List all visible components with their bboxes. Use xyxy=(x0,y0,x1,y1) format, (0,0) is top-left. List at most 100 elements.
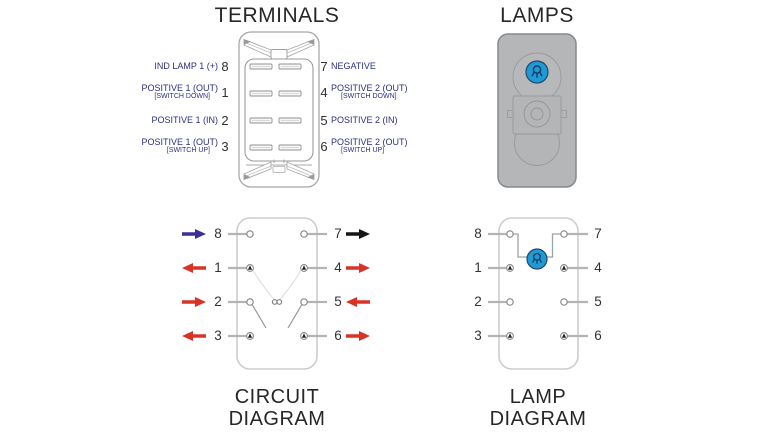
flow-arrow-8 xyxy=(182,229,206,239)
terminal-row-2: POSITIVE 1 (IN) 2 xyxy=(126,110,232,130)
flow-arrow-4 xyxy=(346,263,370,273)
side-tab-left xyxy=(507,110,514,118)
terminal-row-3: POSITIVE 1 (OUT)[SWITCH UP] 3 xyxy=(126,136,232,156)
terminal-leads xyxy=(488,232,588,338)
pin-2 xyxy=(246,298,254,306)
lamp-trace-curves xyxy=(252,270,302,301)
pin-8 xyxy=(506,230,514,238)
terminal-number: 7 xyxy=(594,226,602,241)
terminal-row-7: 7 NEGATIVE xyxy=(317,56,447,76)
bulb-icon xyxy=(532,252,542,264)
pin-1 xyxy=(246,264,254,272)
circuit-diagram-title: CIRCUIT DIAGRAM xyxy=(197,386,357,430)
terminal-pins xyxy=(506,230,568,340)
flow-arrow-3 xyxy=(182,331,206,341)
terminal-label: IND LAMP 1 (+) xyxy=(154,61,218,71)
blade-highlights xyxy=(252,66,299,148)
pin-7 xyxy=(300,230,308,238)
switch-rear-view-svg xyxy=(238,31,320,188)
terminal-number: 6 xyxy=(334,328,342,343)
center-panel xyxy=(512,95,562,135)
terminal-row-8: IND LAMP 1 (+) 8 xyxy=(126,56,232,76)
arrow-shape xyxy=(346,331,370,341)
terminal-number: 2 xyxy=(474,294,482,309)
indicator-lamp xyxy=(526,248,548,270)
terminal-number: 8 xyxy=(221,58,229,74)
terminal-label: POSITIVE 1 (OUT) xyxy=(141,137,218,147)
circuit-diagram-svg xyxy=(228,217,327,370)
terminal-number: 2 xyxy=(221,112,229,128)
flow-arrow-2 xyxy=(182,297,206,307)
circuit-title-line1: CIRCUIT xyxy=(234,386,320,408)
arrow-shape xyxy=(346,229,370,239)
terminal-number: 5 xyxy=(334,294,342,309)
pin-7 xyxy=(560,230,568,238)
actuator-front-view-svg xyxy=(497,33,577,188)
pin-2 xyxy=(506,298,514,306)
circuit-title-line2: DIAGRAM xyxy=(228,408,326,430)
lamp-diagram-title: LAMP DIAGRAM xyxy=(458,386,618,430)
terminal-label: POSITIVE 2 (IN) xyxy=(331,115,398,125)
terminal-number: 5 xyxy=(320,112,328,128)
pin-1 xyxy=(506,264,514,272)
terminal-row-5: 5 POSITIVE 2 (IN) xyxy=(317,110,447,130)
terminal-sublabel: [SWITCH UP] xyxy=(341,147,385,154)
bulb-icon xyxy=(531,65,543,78)
lamp-diagram-svg xyxy=(488,217,588,370)
terminals-title: TERMINALS xyxy=(214,4,340,27)
terminal-label: POSITIVE 1 (OUT) xyxy=(141,83,218,93)
terminal-row-6: 6 POSITIVE 2 (OUT)[SWITCH UP] xyxy=(317,136,447,156)
pin-8 xyxy=(246,230,254,238)
arrow-shape xyxy=(182,297,206,307)
bezel-outer-circle xyxy=(523,100,551,128)
terminal-number: 1 xyxy=(214,260,222,275)
terminal-number: 4 xyxy=(594,260,602,275)
terminal-label: POSITIVE 2 (OUT) xyxy=(331,137,408,147)
terminal-number: 6 xyxy=(594,328,602,343)
pin-5 xyxy=(560,298,568,306)
terminal-number: 4 xyxy=(334,260,342,275)
terminal-number: 3 xyxy=(221,138,229,154)
arrow-shape xyxy=(182,331,206,341)
lamp-title-line2: DIAGRAM xyxy=(489,408,587,430)
terminal-row-1: POSITIVE 1 (OUT)[SWITCH DOWN] 1 xyxy=(126,82,232,102)
flow-arrow-6 xyxy=(346,331,370,341)
moving-contact-lines xyxy=(251,304,303,329)
terminal-number: 3 xyxy=(214,328,222,343)
pin-4 xyxy=(300,264,308,272)
bezel-inner-circle xyxy=(530,107,544,121)
terminal-area-outline xyxy=(244,58,314,162)
terminal-number: 5 xyxy=(594,294,602,309)
flow-arrow-7 xyxy=(346,229,370,239)
flow-arrow-1 xyxy=(182,263,206,273)
side-tab-right xyxy=(560,110,567,118)
pin-4 xyxy=(560,264,568,272)
terminal-label: POSITIVE 2 (OUT) xyxy=(331,83,408,93)
lamp-wires xyxy=(513,233,561,258)
terminal-sublabel: [SWITCH UP] xyxy=(166,147,210,154)
lamps-title: LAMPS xyxy=(500,4,574,27)
terminal-number: 2 xyxy=(214,294,222,309)
terminal-leads xyxy=(228,232,327,338)
housing-outline xyxy=(498,217,579,370)
mounting-clip-bottom-icon xyxy=(243,159,315,181)
terminal-number: 8 xyxy=(474,226,482,241)
pin-5 xyxy=(300,298,308,306)
terminal-pins xyxy=(246,230,308,340)
terminal-row-4: 4 POSITIVE 2 (OUT)[SWITCH DOWN] xyxy=(317,82,447,102)
arrow-shape xyxy=(346,263,370,273)
lamp-title-line1: LAMP xyxy=(509,386,567,408)
pin-6 xyxy=(560,332,568,340)
terminal-number: 4 xyxy=(320,84,328,100)
arrow-shape xyxy=(346,297,370,307)
flow-arrow-5 xyxy=(346,297,370,307)
infinity-circles-icon xyxy=(271,299,283,305)
pin-6 xyxy=(300,332,308,340)
housing-outline xyxy=(236,217,318,370)
indicator-lamp xyxy=(525,60,549,84)
arrow-shape xyxy=(182,229,206,239)
terminal-number: 1 xyxy=(221,84,229,100)
terminal-number: 3 xyxy=(474,328,482,343)
terminal-number: 1 xyxy=(474,260,482,275)
